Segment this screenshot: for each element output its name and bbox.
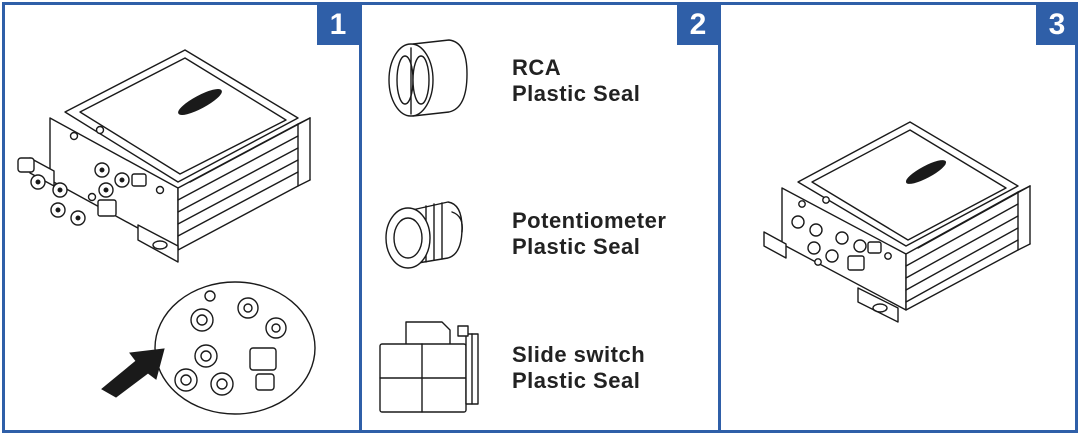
rca-seal-label: RCA Plastic Seal — [512, 55, 640, 107]
connector-closeup-callout — [154, 281, 316, 415]
step-number-badge-3: 3 — [1036, 5, 1078, 45]
slide-switch-seal-label-line2: Plastic Seal — [512, 368, 641, 393]
potentiometer-plastic-seal-icon — [385, 201, 463, 269]
potentiometer-seal-label-line2: Plastic Seal — [512, 234, 641, 259]
slide-switch-plastic-seal-icon — [379, 321, 479, 413]
panel-divider-2 — [718, 2, 721, 433]
potentiometer-seal-label-line1: Potentiometer — [512, 208, 667, 233]
potentiometer-seal-label: Potentiometer Plastic Seal — [512, 208, 666, 260]
slide-switch-seal-label: Slide switch Plastic Seal — [512, 342, 645, 394]
callout-arrow-icon — [101, 348, 165, 398]
amplifier-illustration-step-1 — [17, 49, 311, 263]
rca-seal-label-line2: Plastic Seal — [512, 81, 641, 106]
slide-switch-seal-label-line1: Slide switch — [512, 342, 646, 367]
step-number-badge-2: 2 — [677, 5, 719, 45]
panel-divider-1 — [359, 2, 362, 433]
rca-plastic-seal-icon — [388, 39, 468, 117]
step-number-badge-1: 1 — [317, 5, 359, 45]
instruction-frame — [2, 2, 1078, 433]
rca-seal-label-line1: RCA — [512, 55, 562, 80]
amplifier-illustration-step-3 — [763, 121, 1031, 323]
